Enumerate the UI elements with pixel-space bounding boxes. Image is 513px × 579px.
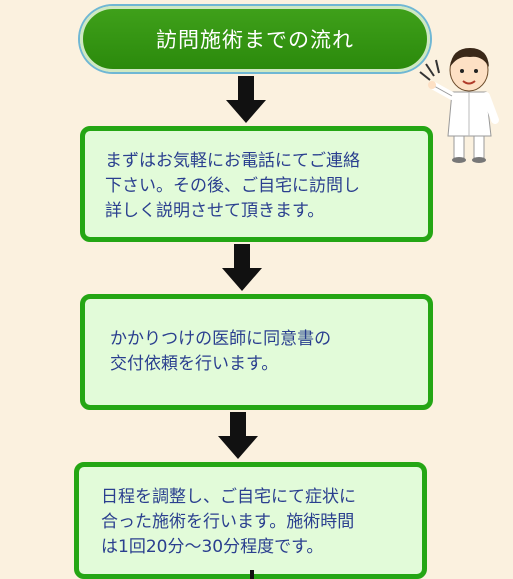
step-3-text: 日程を調整し、ご自宅にて症状に 合った施術を行います。施術時間 は1回20分～3… (101, 487, 356, 557)
step-2-text: かかりつけの医師に同意書の 交付依頼を行います。 (110, 329, 332, 374)
step-box-2: かかりつけの医師に同意書の 交付依頼を行います。 (80, 294, 433, 410)
step-1-text: まずはお気軽にお電話にてご連絡 下さい。その後、ご自宅に訪問し 詳しく説明させて… (105, 151, 360, 221)
down-arrow-2-icon (222, 244, 262, 291)
step-box-1: まずはお気軽にお電話にてご連絡 下さい。その後、ご自宅に訪問し 詳しく説明させて… (80, 126, 433, 242)
step-box-3: 日程を調整し、ご自宅にて症状に 合った施術を行います。施術時間 は1回20分～3… (74, 462, 427, 579)
title-banner: 訪問施術までの流れ (80, 6, 430, 72)
down-arrow-1-icon (226, 76, 266, 123)
doctor-pointing-icon (419, 48, 499, 163)
down-arrow-3-icon (218, 412, 258, 459)
page-title: 訪問施術までの流れ (156, 28, 354, 52)
next-arrow-stem (250, 570, 254, 579)
